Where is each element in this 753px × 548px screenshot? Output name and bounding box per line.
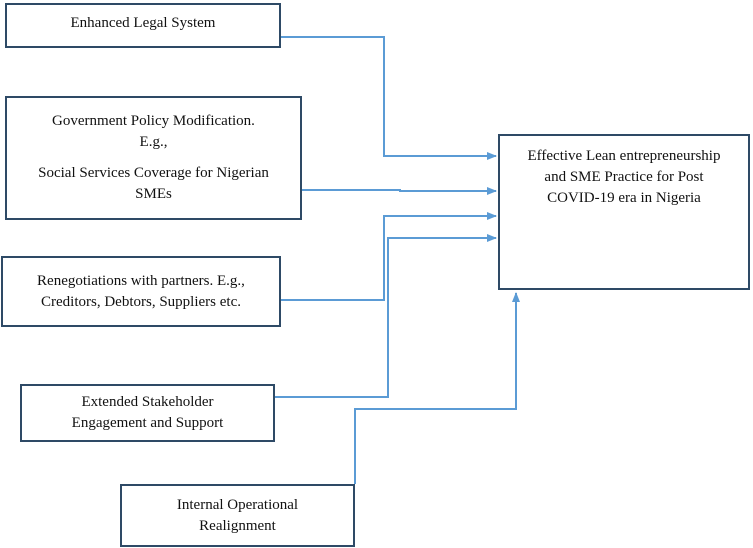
box-government-policy-modification: Government Policy Modification. E.g., So… — [5, 96, 302, 220]
arrow-operational-to-outcome — [354, 292, 520, 484]
box-text-line: Extended Stakeholder — [81, 394, 214, 410]
arrow-stakeholder-to-outcome — [275, 234, 497, 398]
box-internal-operational-realignment: Internal Operational Realignment — [120, 484, 355, 547]
box-enhanced-legal-system: Enhanced Legal System — [5, 3, 281, 48]
box-effective-lean-entrepreneurship-outcome: Effective Lean entrepreneurship and SME … — [498, 134, 750, 290]
box-renegotiations-with-partners: Renegotiations with partners. E.g., Cred… — [1, 256, 281, 327]
box-text-line: SMEs — [135, 186, 172, 202]
box-text-line: Realignment — [199, 517, 276, 534]
box-text-line: Effective Lean entrepreneurship — [527, 148, 721, 164]
box-text-line: Internal Operational — [176, 496, 299, 513]
box-text-line: and SME Practice for Post — [544, 169, 704, 185]
arrow-policy-to-outcome — [302, 187, 497, 195]
box-text-line: Renegotiations with partners. E.g., — [37, 272, 245, 289]
box-text-line: COVID-19 era in Nigeria — [547, 190, 701, 206]
box-text-line: Engagement and Support — [71, 415, 224, 431]
arrow-legal-to-outcome — [281, 36, 497, 160]
box-text-line: Creditors, Debtors, Suppliers etc. — [41, 293, 241, 310]
box-text-line: E.g., — [139, 134, 168, 150]
box-extended-stakeholder-engagement: Extended Stakeholder Engagement and Supp… — [20, 384, 275, 442]
arrow-renegotiation-to-outcome — [281, 212, 497, 301]
box-text-line: Social Services Coverage for Nigerian — [38, 165, 269, 181]
box-text-line: Enhanced Legal System — [70, 15, 216, 31]
box-text-line: Government Policy Modification. — [52, 113, 255, 129]
